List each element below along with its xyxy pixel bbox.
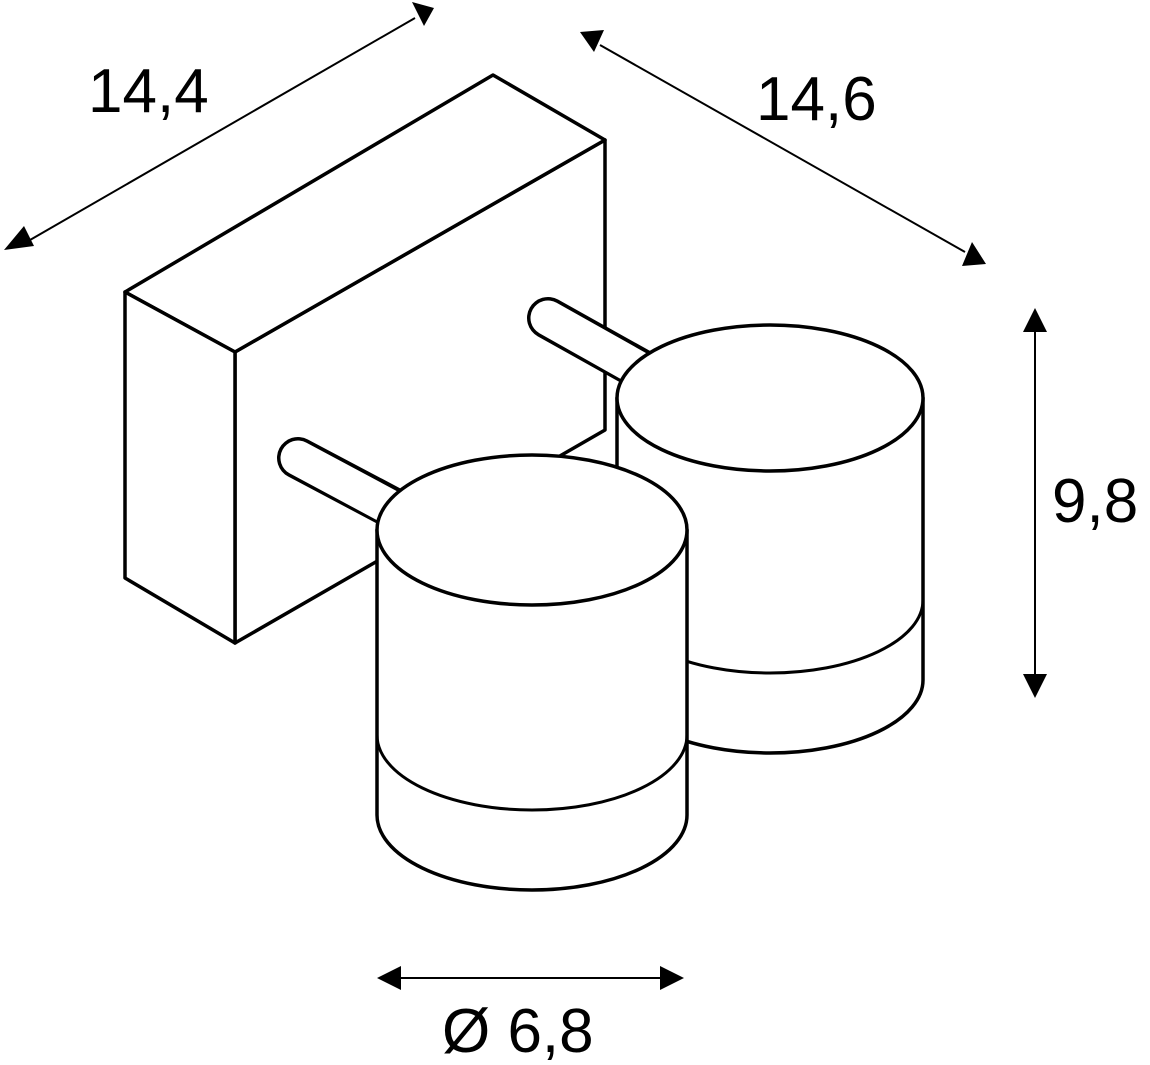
label-diameter: Ø 6,8 xyxy=(442,997,594,1065)
arrowhead-icon xyxy=(962,242,986,266)
arrowhead-icon xyxy=(580,30,604,52)
arrowhead-icon xyxy=(1023,308,1047,332)
arrowhead-icon xyxy=(4,226,34,250)
arrowhead-icon xyxy=(377,966,401,990)
arrowhead-icon xyxy=(412,2,434,26)
arrowhead-icon xyxy=(660,966,684,990)
dimension-arrow-depth-left xyxy=(4,2,434,250)
back-lamp-cylinder xyxy=(615,323,925,755)
dimension-arrow-diameter xyxy=(377,966,684,990)
wall-mount-box xyxy=(123,73,607,645)
label-height: 9,8 xyxy=(1052,467,1138,536)
arrowhead-icon xyxy=(1023,674,1047,698)
dimension-arrow-depth-right xyxy=(580,30,986,266)
label-depth-right: 14,6 xyxy=(756,65,877,134)
label-depth-left: 14,4 xyxy=(88,57,209,126)
dimension-arrow-height xyxy=(1023,308,1047,698)
front-lamp-cylinder xyxy=(375,453,689,892)
